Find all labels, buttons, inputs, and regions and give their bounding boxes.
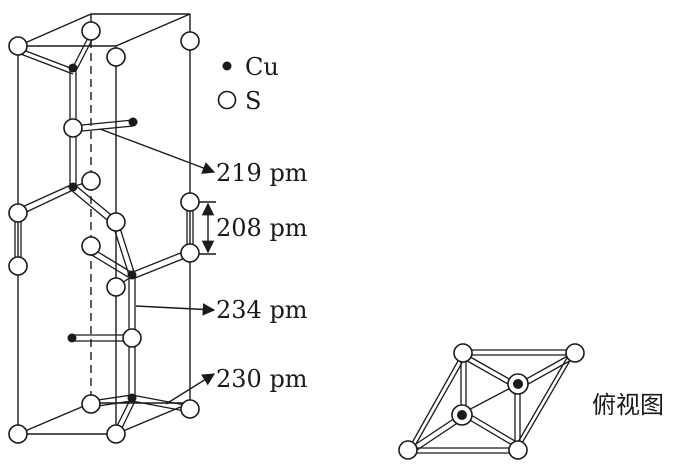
top-cu-atom <box>513 379 523 389</box>
top-s-atom <box>508 440 528 460</box>
label-234: 234 pm <box>216 296 308 324</box>
s-atom <box>106 47 126 67</box>
s-legend-icon <box>217 90 237 110</box>
measurement-arrows <box>99 128 216 405</box>
label-230: 230 pm <box>216 365 308 393</box>
s-atom <box>180 31 200 51</box>
cu-atom <box>127 393 137 403</box>
arrow-219 <box>99 128 216 174</box>
arrow-234 <box>135 303 216 316</box>
cu-legend-icon <box>222 61 232 71</box>
cu-atom <box>68 63 78 73</box>
top-s-atom <box>398 440 418 460</box>
copper-atoms <box>67 63 138 403</box>
cu-atom <box>128 117 138 127</box>
sulfur-atoms <box>8 21 200 444</box>
unit-cell-frame <box>17 13 191 435</box>
s-atom <box>106 277 126 297</box>
bonds <box>14 31 194 435</box>
arrow-230 <box>165 373 216 405</box>
s-atom <box>106 212 126 232</box>
s-atom <box>180 192 200 212</box>
top-s-atom <box>565 343 585 363</box>
s-legend-label: S <box>245 87 261 115</box>
s-atom <box>106 424 126 444</box>
cu-atom <box>127 270 137 280</box>
s-atom <box>81 21 101 41</box>
s-atom <box>8 203 28 223</box>
s-atom <box>81 236 101 256</box>
cu-atom <box>68 182 78 192</box>
s-atom <box>81 171 101 191</box>
top-s-atom <box>453 343 473 363</box>
s-atom <box>63 118 83 138</box>
label-219: 219 pm <box>216 159 308 187</box>
top-view-caption: 俯视图 <box>592 391 664 419</box>
measurement-labels: 219 pm 208 pm 234 pm 230 pm <box>216 159 308 393</box>
cu-atom <box>67 333 77 343</box>
s-atom <box>8 36 28 56</box>
top-cu-atom <box>457 410 467 420</box>
s-atom <box>8 256 28 276</box>
s-atom <box>81 394 101 414</box>
cu-legend-label: Cu <box>245 53 279 81</box>
top-view-diagram <box>398 343 585 460</box>
s-atom <box>122 328 142 348</box>
s-atom <box>8 424 28 444</box>
legend: Cu S <box>217 53 279 115</box>
s-atom <box>180 399 200 419</box>
s-atom <box>180 243 200 263</box>
label-208: 208 pm <box>216 214 308 242</box>
